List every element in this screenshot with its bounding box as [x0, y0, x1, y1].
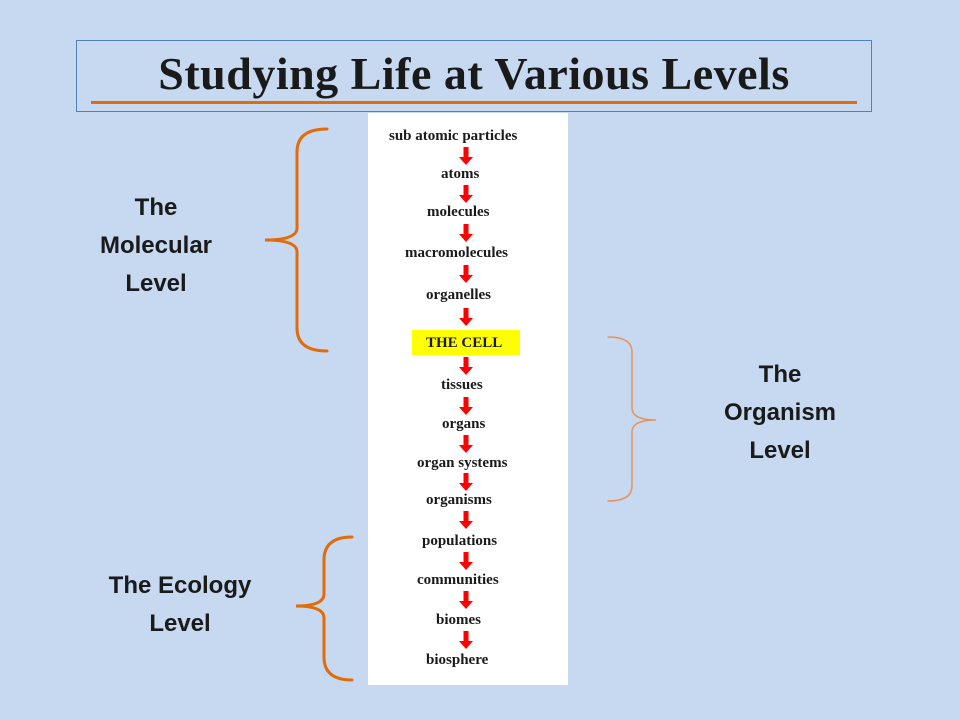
organism-level-label: The Organism Level	[700, 356, 860, 470]
step-molecules: molecules	[427, 204, 490, 220]
title-box: Studying Life at Various Levels	[76, 40, 872, 112]
step-biosphere: biosphere	[426, 652, 489, 668]
organism-label-line: Organism	[723, 399, 837, 426]
step-biomes: biomes	[436, 612, 481, 628]
ecology-label-line: The Ecology	[108, 572, 252, 599]
step-organs: organs	[442, 416, 486, 432]
step-tissues: tissues	[441, 377, 483, 393]
page-title: Studying Life at Various Levels	[158, 48, 790, 99]
molecular-label-line: Level	[125, 270, 187, 297]
ecology-label-line: Level	[149, 610, 211, 637]
molecular-brace	[264, 127, 329, 353]
cell-highlight	[412, 330, 520, 355]
ecology-level-label: The Ecology Level	[90, 567, 270, 643]
molecular-label-line: The	[134, 194, 178, 221]
step-populations: populations	[422, 533, 498, 549]
step-organisms: organisms	[426, 492, 492, 508]
title-underline	[91, 101, 857, 104]
organism-brace	[607, 336, 657, 502]
step-atoms: atoms	[441, 166, 480, 182]
organism-label-line: Level	[749, 437, 811, 464]
ecology-brace	[295, 535, 354, 682]
organism-label-line: The	[758, 361, 802, 388]
step-the-cell: THE CELL	[426, 335, 503, 351]
molecular-label-line: Molecular	[99, 232, 213, 259]
step-organ-systems: organ systems	[417, 455, 508, 471]
step-macromolecules: macromolecules	[405, 245, 509, 261]
step-communities: communities	[417, 572, 499, 588]
step-organelles: organelles	[426, 287, 491, 303]
levels-ladder: sub atomic particles atoms molecules mac…	[368, 113, 568, 685]
molecular-level-label: The Molecular Level	[78, 189, 234, 303]
step-sub-atomic-particles: sub atomic particles	[389, 128, 518, 144]
